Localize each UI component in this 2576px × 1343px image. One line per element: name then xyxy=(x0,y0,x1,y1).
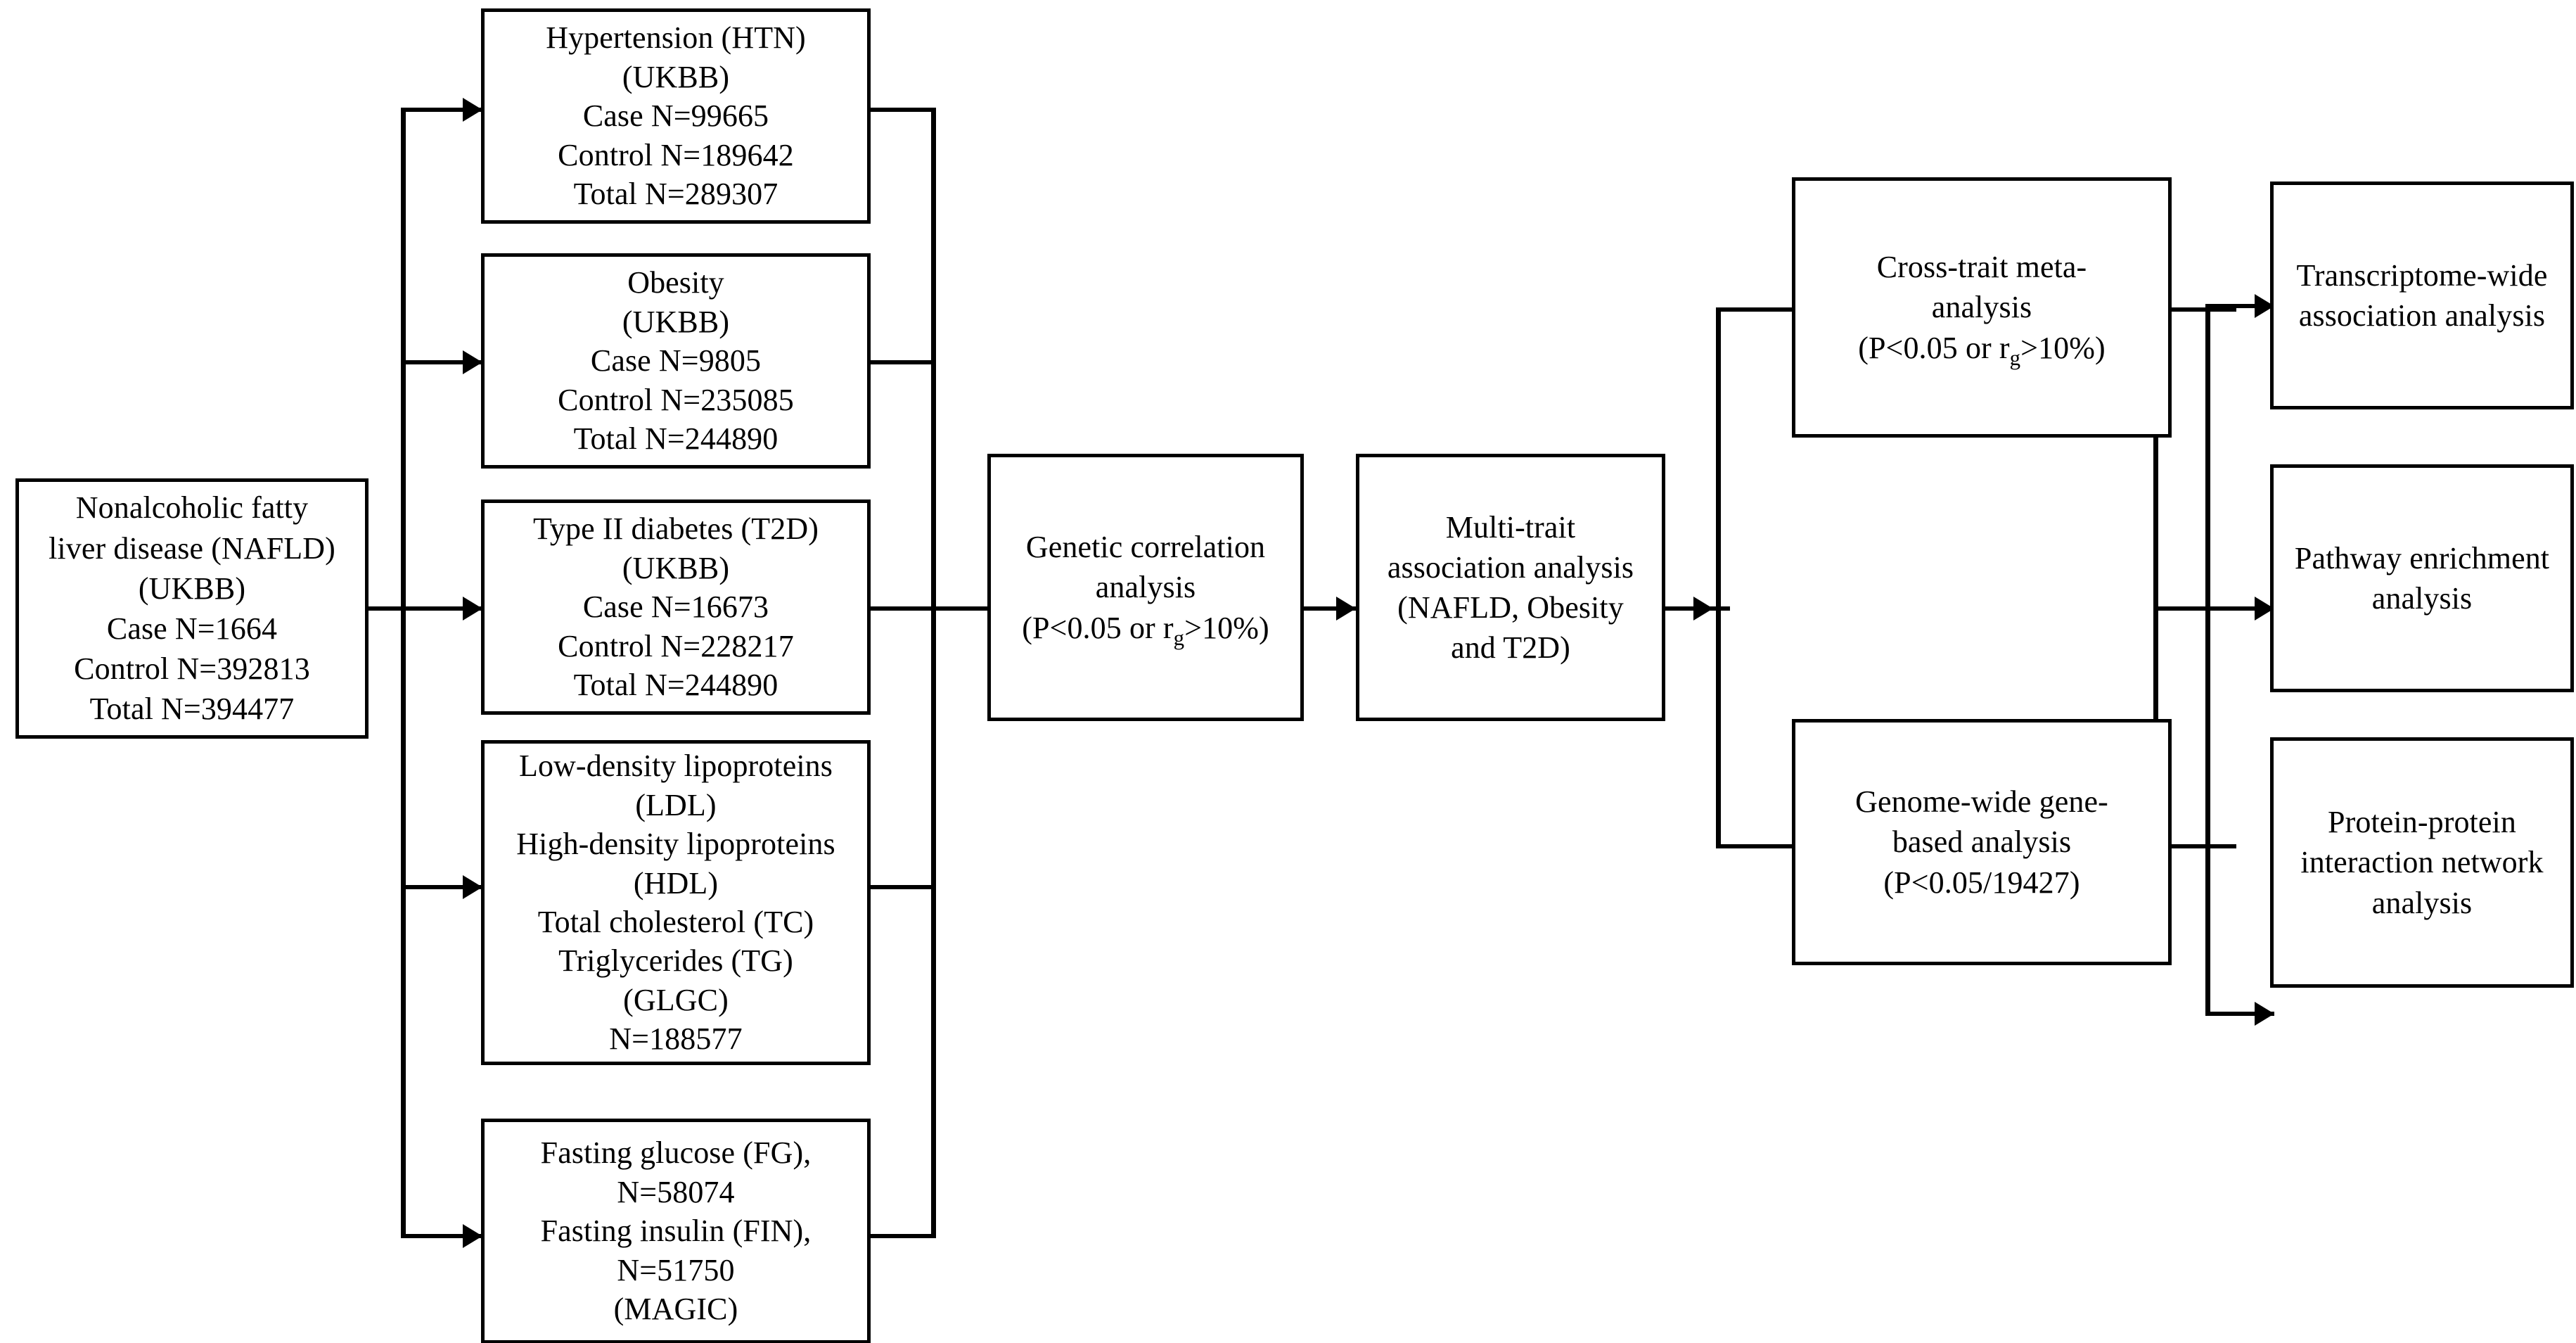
node-glycemic-label: Fasting glucose (FG), N=58074 Fasting in… xyxy=(540,1135,812,1327)
node-cross-trait-meta-label: Cross-trait meta-analysis (P<0.05 or rg>1… xyxy=(1795,247,2168,370)
edge-merge-spine xyxy=(931,108,936,1238)
edge-htn-merge-stub xyxy=(871,108,935,112)
edge-downstream-merge-spine xyxy=(2153,307,2158,848)
node-twas[interactable]: Transcriptome-wide association analysis xyxy=(2270,182,2574,409)
genetic-correlation-line1: Genetic correlation xyxy=(1025,530,1266,565)
cross-trait-line1: Cross-trait meta- xyxy=(1876,250,2087,285)
edge-nafld-to-obesity xyxy=(401,360,482,364)
arrowhead-obesity xyxy=(463,350,482,374)
edge-merge-to-genetic-correlation xyxy=(931,606,1023,611)
node-t2d-label: Type II diabetes (T2D) (UKBB) Case N=166… xyxy=(533,511,819,703)
node-obesity[interactable]: Obesity (UKBB) Case N=9805 Control N=235… xyxy=(481,253,871,469)
genetic-correlation-threshold-subscript: g xyxy=(1173,625,1185,650)
node-nafld-label: Nonalcoholic fatty liver disease (NAFLD)… xyxy=(49,490,335,727)
node-multi-trait-label: Multi-trait association analysis (NAFLD,… xyxy=(1387,509,1634,666)
node-pathway-label: Pathway enrichment analysis xyxy=(2294,540,2550,616)
node-twas-label: Transcriptome-wide association analysis xyxy=(2296,257,2548,333)
edge-t2d-merge-stub xyxy=(871,606,935,611)
edge-gene-based-merge-stub xyxy=(2172,844,2236,848)
edge-fanout-to-twas xyxy=(2205,304,2274,308)
node-nafld[interactable]: Nonalcoholic fatty liver disease (NAFLD)… xyxy=(15,478,369,739)
edge-fanout-to-pathway xyxy=(2205,606,2274,611)
genetic-correlation-threshold-suffix: >10%) xyxy=(1184,610,1269,645)
edge-lipids-merge-stub xyxy=(871,885,935,889)
node-htn-label: Hypertension (HTN) (UKBB) Case N=99665 C… xyxy=(546,20,806,212)
node-multi-trait[interactable]: Multi-trait association analysis (NAFLD,… xyxy=(1356,454,1665,721)
edge-obesity-merge-stub xyxy=(871,360,935,364)
node-t2d[interactable]: Type II diabetes (T2D) (UKBB) Case N=166… xyxy=(481,499,871,715)
arrowhead-t2d xyxy=(463,597,482,620)
edge-nafld-to-glycemic xyxy=(401,1234,482,1238)
node-glycemic[interactable]: Fasting glucose (FG), N=58074 Fasting in… xyxy=(481,1119,871,1343)
edge-split-to-gene-based xyxy=(1716,844,1795,848)
edge-glycemic-merge-stub xyxy=(871,1234,935,1238)
edge-split-spine xyxy=(1716,310,1721,848)
node-obesity-label: Obesity (UKBB) Case N=9805 Control N=235… xyxy=(558,265,794,457)
edge-nafld-to-t2d xyxy=(401,606,482,611)
cross-trait-line2: analysis xyxy=(1931,290,2032,325)
edge-downstream-fanout-spine xyxy=(2205,304,2210,1016)
edge-cross-trait-merge-stub xyxy=(2172,307,2236,312)
node-ppi-label: Protein-protein interaction network anal… xyxy=(2300,805,2544,920)
arrowhead-ppi xyxy=(2255,1002,2274,1026)
arrowhead-multi-trait xyxy=(1336,597,1356,620)
node-lipids[interactable]: Low-density lipoproteins (LDL) High-dens… xyxy=(481,740,871,1065)
node-gene-based-label: Genome-wide gene- based analysis (P<0.05… xyxy=(1855,784,2108,900)
edge-nafld-out-stub xyxy=(369,606,405,611)
edge-nafld-to-lipids xyxy=(401,885,482,889)
arrowhead-lipids xyxy=(463,875,482,899)
node-lipids-label: Low-density lipoproteins (LDL) High-dens… xyxy=(516,749,835,1057)
cross-trait-threshold-suffix: >10%) xyxy=(2020,330,2106,365)
arrowhead-htn xyxy=(463,98,482,122)
edge-fanout-spine xyxy=(401,110,406,1238)
node-htn[interactable]: Hypertension (HTN) (UKBB) Case N=99665 C… xyxy=(481,8,871,224)
edge-fanout-to-ppi xyxy=(2205,1012,2274,1016)
node-cross-trait-meta[interactable]: Cross-trait meta-analysis (P<0.05 or rg>1… xyxy=(1792,177,2172,438)
edge-merge-to-fanout xyxy=(2153,606,2252,611)
cross-trait-threshold-subscript: g xyxy=(2009,345,2021,370)
edge-genetic-correlation-to-multi-trait xyxy=(1304,606,1363,611)
node-genetic-correlation-label: Genetic correlation analysis (P<0.05 or rg… xyxy=(991,527,1300,650)
node-ppi[interactable]: Protein-protein interaction network anal… xyxy=(2270,737,2574,988)
cross-trait-threshold-prefix: (P<0.05 or r xyxy=(1858,330,2010,365)
node-pathway[interactable]: Pathway enrichment analysis xyxy=(2270,464,2574,692)
genetic-correlation-threshold-prefix: (P<0.05 or r xyxy=(1022,610,1174,645)
genetic-correlation-line2: analysis xyxy=(1095,570,1196,605)
edge-nafld-to-htn xyxy=(401,108,482,112)
arrowhead-glycemic xyxy=(463,1224,482,1248)
arrowhead-split-spine xyxy=(1693,597,1713,620)
edge-split-to-cross-trait xyxy=(1716,307,1795,312)
node-genetic-correlation[interactable]: Genetic correlation analysis (P<0.05 or rg… xyxy=(987,454,1304,721)
node-gene-based[interactable]: Genome-wide gene- based analysis (P<0.05… xyxy=(1792,719,2172,965)
